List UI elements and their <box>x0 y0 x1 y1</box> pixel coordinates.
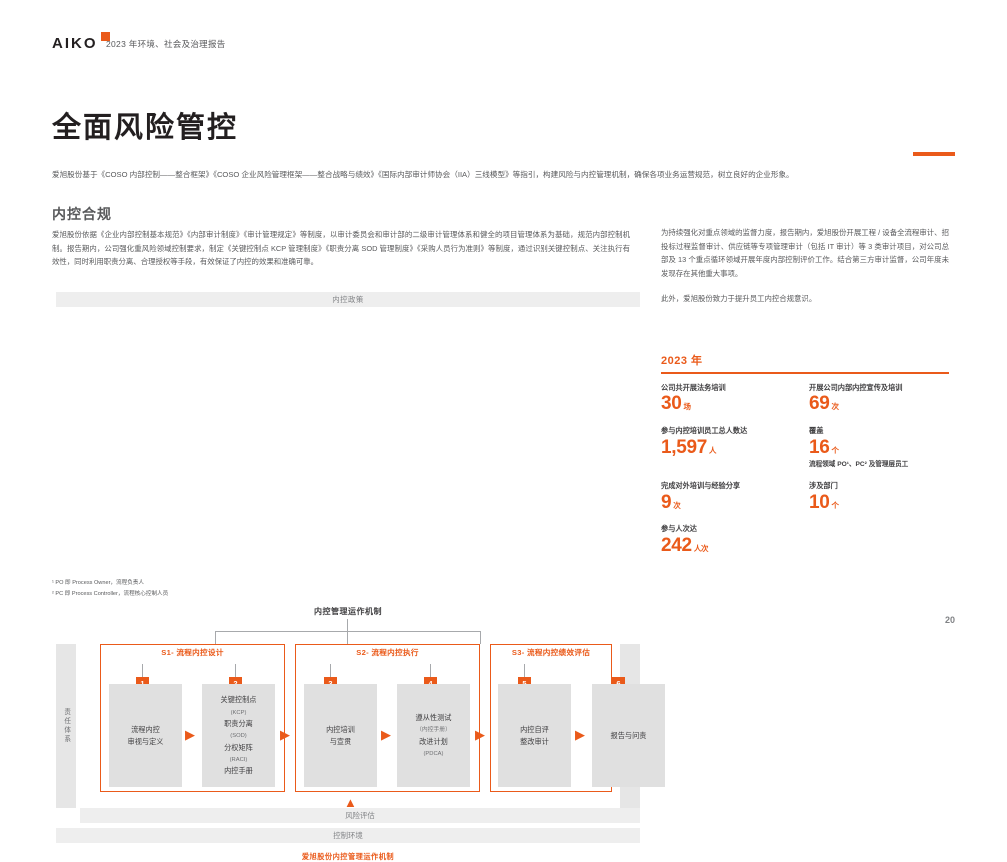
stat-unit: 个 <box>831 446 840 456</box>
intro-paragraph: 爱旭股份基于《COSO 内部控制——整合框架》《COSO 企业风险管理框架——整… <box>52 170 794 179</box>
connector-drop-1 <box>215 631 216 644</box>
stage-s3-title: S3- 流程内控绩效评估 <box>511 648 591 657</box>
stat-label: 参与人次达 <box>661 524 697 534</box>
rail-left-label: 责任体系 <box>62 707 70 745</box>
internal-control-diagram: 内控政策 内控管理运作机制 责任体系 信息沟通与监控机制 S1- 流程内控设计 … <box>56 292 665 861</box>
stat-label: 覆盖 <box>809 426 824 436</box>
stats-accent-rule <box>661 372 949 374</box>
tick-5 <box>524 664 525 677</box>
tick-1 <box>142 664 143 677</box>
box-4: 遵从性测试 （内控手册） 改进计划 (PDCA) <box>397 684 470 787</box>
connector-drop-2 <box>347 631 348 644</box>
mechanism-label: 内控管理运作机制 <box>314 607 382 616</box>
arrow-2-3-icon: ▶ <box>280 727 290 742</box>
left-column-paragraph: 爱旭股份依据《企业内部控制基本规范》《内部审计制度》《审计管理规定》等制度，以审… <box>52 230 630 267</box>
stat-label: 参与内控培训员工总人数达 <box>661 426 748 436</box>
rail-responsibility-system: 责任体系 <box>56 644 76 808</box>
footnotes: ¹ PO 即 Process Owner，流程负责人 ² PC 即 Proces… <box>52 578 168 599</box>
stage-s1-title: S1- 流程内控设计 <box>161 648 224 657</box>
stat-number: 16 <box>809 437 830 459</box>
report-title: 2023 年环境、社会及治理报告 <box>106 39 226 49</box>
band-internal-control-policy: 内控政策 <box>56 292 640 307</box>
footnote-2: ² PC 即 Process Controller，流程核心控制人员 <box>52 590 169 597</box>
page-header: AIKO 2023 年环境、社会及治理报告 01 卓越治理 02 责任管理 03… <box>0 0 1007 70</box>
stage-s2-title: S2- 流程内控执行 <box>356 648 419 657</box>
stat-number: 30 <box>661 393 682 415</box>
arrow-4-5-icon: ▶ <box>475 727 485 742</box>
box-3: 内控培训 与宣贯 <box>304 684 377 787</box>
box-5-text: 内控自评 整改审计 <box>520 724 549 746</box>
arrow-3-4-icon: ▶ <box>381 727 391 742</box>
arrow-1-2-icon: ▶ <box>185 727 195 742</box>
box-1-text: 流程内控 审视与定义 <box>127 724 164 746</box>
tick-4 <box>430 664 431 677</box>
right-column-paragraphs: 为持续强化对重点领域的监督力度，报告期内，爱旭股份开展工程 / 设备全流程审计、… <box>661 226 949 305</box>
stat-unit: 次 <box>673 500 681 510</box>
box-2: 关键控制点 (KCP) 职责分离 (SOD) 分权矩阵 (RACI) 内控手册 <box>202 684 275 787</box>
connector-drop-3 <box>480 631 481 644</box>
brand-logo: AIKO <box>52 32 110 52</box>
stat-number: 9 <box>661 491 672 513</box>
box-3-text: 内控培训 与宣贯 <box>326 724 355 746</box>
stat-unit: 次 <box>831 402 840 412</box>
band-control-environment: 控制环境 <box>56 828 640 843</box>
stat-unit: 个 <box>831 500 840 510</box>
stat-unit: 场 <box>683 402 692 412</box>
stat-number: 69 <box>809 393 830 415</box>
section-nav: 01 卓越治理 02 责任管理 03 价值创造 <box>567 0 1007 70</box>
diagram-caption: 爱旭股份内控管理运作机制 <box>301 852 395 861</box>
stat-label: 开展公司内部内控宣传及培训 <box>809 382 903 392</box>
box-5: 内控自评 整改审计 <box>498 684 571 787</box>
right-paragraph-1: 为持续强化对重点领域的监督力度，报告期内，爱旭股份开展工程 / 设备全流程审计、… <box>661 228 949 279</box>
box-6: 报告与问责 <box>592 684 665 787</box>
box-1: 流程内控 审视与定义 <box>109 684 182 787</box>
logo-text: AIKO <box>52 35 98 52</box>
stat-label: 公司共开展法务培训 <box>661 382 726 392</box>
stat-unit: 人 <box>709 446 717 456</box>
right-paragraph-2: 此外，爱旭股份致力于提升员工内控合规意识。 <box>661 293 817 303</box>
footnote-1: ¹ PO 即 Process Owner，流程负责人 <box>52 580 144 586</box>
box-2-text: 关键控制点 (KCP) 职责分离 (SOD) 分权矩阵 (RACI) 内控手册 <box>220 695 257 776</box>
box-4-text: 遵从性测试 （内控手册） 改进计划 (PDCA) <box>415 712 452 758</box>
stat-label: 涉及部门 <box>809 480 838 490</box>
stat-note: 流程领域 PO¹、PC² 及管理层员工 <box>809 460 909 468</box>
tick-3 <box>330 664 331 677</box>
box-6-text: 报告与问责 <box>610 730 647 740</box>
stat-unit: 人次 <box>693 544 709 554</box>
stat-number: 10 <box>809 491 830 513</box>
stat-number: 242 <box>661 535 692 557</box>
arrow-5-6-icon: ▶ <box>575 727 585 742</box>
tick-2 <box>235 664 236 677</box>
stat-label: 完成对外培训与经验分享 <box>661 480 741 490</box>
connector-stem <box>347 619 348 631</box>
title-accent-rule <box>913 152 955 156</box>
logo-square-icon <box>100 32 110 41</box>
page-title: 全面风险管控 <box>52 112 239 144</box>
stat-number: 1,597 <box>661 437 708 459</box>
page-number: 20 <box>944 615 955 625</box>
stats-year: 2023 年 <box>661 355 703 367</box>
band-risk-assessment: 风险评估 <box>80 808 640 823</box>
section-heading: 内控合规 <box>52 206 112 222</box>
